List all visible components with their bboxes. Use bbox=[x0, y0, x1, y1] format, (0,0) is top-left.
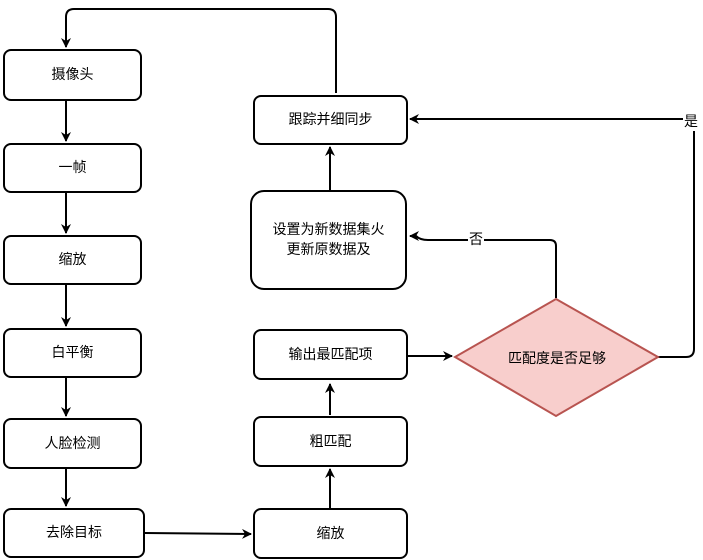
node-output-best-label: 输出最匹配项 bbox=[288, 346, 373, 363]
node-remove-target: 去除目标 bbox=[3, 508, 145, 558]
node-track-sync: 跟踪并细同步 bbox=[253, 95, 408, 145]
node-coarse-match: 粗匹配 bbox=[253, 416, 408, 467]
node-scale-left: 缩放 bbox=[3, 235, 142, 285]
node-output-best: 输出最匹配项 bbox=[253, 329, 408, 380]
decision-label: 匹配度是否足够 bbox=[508, 351, 606, 367]
node-white-balance: 白平衡 bbox=[3, 328, 142, 378]
node-white-balance-label: 白平衡 bbox=[51, 345, 94, 361]
node-frame: 一帧 bbox=[3, 143, 142, 193]
node-frame-label: 一帧 bbox=[58, 160, 87, 176]
node-face-detect: 人脸检测 bbox=[3, 418, 142, 469]
edge-label-no: 否 bbox=[468, 231, 484, 249]
node-coarse-match-label: 粗匹配 bbox=[309, 433, 352, 450]
node-track-sync-label: 跟踪并细同步 bbox=[288, 112, 373, 128]
edge-remove-target-to-scale-right bbox=[144, 528, 252, 539]
edge-decision-no bbox=[409, 231, 557, 298]
node-face-detect-label: 人脸检测 bbox=[44, 435, 101, 452]
node-scale-right-label: 缩放 bbox=[316, 525, 345, 542]
node-camera-label: 摄像头 bbox=[51, 67, 94, 83]
edge-track-to-camera bbox=[61, 8, 337, 93]
node-camera: 摄像头 bbox=[3, 49, 142, 101]
node-remove-target-label: 去除目标 bbox=[46, 525, 102, 541]
node-set-new-data-label: 设置为新数据集火 更新原数据及 bbox=[272, 222, 385, 258]
node-scale-right: 缩放 bbox=[253, 508, 408, 559]
node-scale-left-label: 缩放 bbox=[58, 252, 87, 268]
decision-diamond bbox=[453, 297, 661, 418]
edge-label-yes: 是 bbox=[683, 113, 699, 131]
node-set-new-data: 设置为新数据集火 更新原数据及 bbox=[250, 190, 407, 290]
